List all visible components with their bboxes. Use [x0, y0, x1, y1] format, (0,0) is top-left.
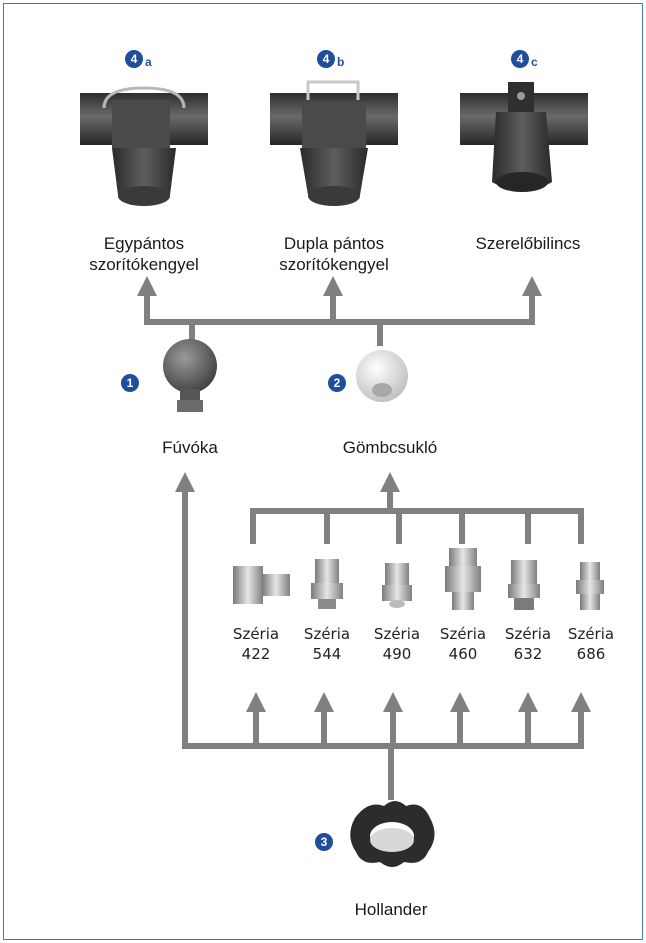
double-strap-clamp-image: [270, 80, 398, 206]
mounting-clamp-image: [460, 82, 588, 192]
series-460-label: Széria 460: [433, 624, 493, 664]
hollander-image: [350, 801, 435, 867]
clamp-4b-number-badge: 4: [317, 50, 335, 68]
nozzle-image: [163, 339, 217, 412]
nozzle-feed-arrow: [175, 472, 195, 746]
clamp-4c-label: Szerelőbilincs: [458, 233, 598, 254]
clamp-4c-label-line1: Szerelőbilincs: [475, 234, 581, 253]
series-422-fitting: [233, 566, 290, 604]
clamp-4b-label: Dupla pántos szorítókengyel: [264, 233, 404, 275]
clamp-arrows: [137, 276, 542, 346]
clamp-4c-number-badge: 4: [511, 50, 529, 68]
hollander-number-badge: 3: [315, 833, 333, 851]
series-460-number: 460: [448, 645, 478, 663]
clamp-4b-label-line2: szorítókengyel: [279, 255, 389, 274]
series-632-fitting: [508, 560, 540, 610]
clamp-4a-suffix: a: [145, 55, 152, 69]
nozzle-number-badge: 1: [121, 374, 139, 392]
single-strap-clamp-image: [80, 86, 208, 206]
series-632-label: Széria 632: [498, 624, 558, 664]
ball-joint-image: [356, 350, 408, 402]
clamp-4b-suffix: b: [337, 55, 345, 69]
series-686-word: Széria: [567, 625, 615, 643]
series-686-number: 686: [576, 645, 606, 663]
clamp-4b-label-line1: Dupla pántos: [283, 234, 385, 253]
ball-joint-number-badge: 2: [328, 374, 346, 392]
series-490-label: Széria 490: [367, 624, 427, 664]
series-544-word: Széria: [303, 625, 351, 643]
nozzle-label: Fúvóka: [162, 438, 218, 457]
series-422-number: 422: [241, 645, 271, 663]
series-490-fitting: [382, 563, 412, 608]
series-544-number: 544: [312, 645, 342, 663]
hollander-label: Hollander: [354, 900, 428, 919]
clamp-4a-number-badge: 4: [125, 50, 143, 68]
series-460-word: Széria: [439, 625, 487, 643]
clamp-4c-suffix: c: [531, 55, 538, 69]
series-686-label: Széria 686: [561, 624, 621, 664]
series-632-number: 632: [513, 645, 543, 663]
series-bracket-arrow: [250, 472, 584, 544]
clamp-4a-label-line1: Egypántos: [103, 234, 185, 253]
series-686-fitting: [576, 562, 604, 610]
series-422-label: Széria 422: [226, 624, 286, 664]
series-490-word: Széria: [373, 625, 421, 643]
series-544-fitting: [311, 559, 343, 609]
series-544-label: Széria 544: [297, 624, 357, 664]
series-632-word: Széria: [504, 625, 552, 643]
series-422-word: Széria: [232, 625, 280, 643]
hollander-arrows: [182, 692, 591, 800]
clamp-4a-label: Egypántos szorítókengyel: [74, 233, 214, 275]
ball-joint-label: Gömbcsukló: [342, 438, 438, 457]
clamp-4a-label-line2: szorítókengyel: [89, 255, 199, 274]
series-490-number: 490: [382, 645, 412, 663]
series-460-fitting: [445, 548, 481, 610]
